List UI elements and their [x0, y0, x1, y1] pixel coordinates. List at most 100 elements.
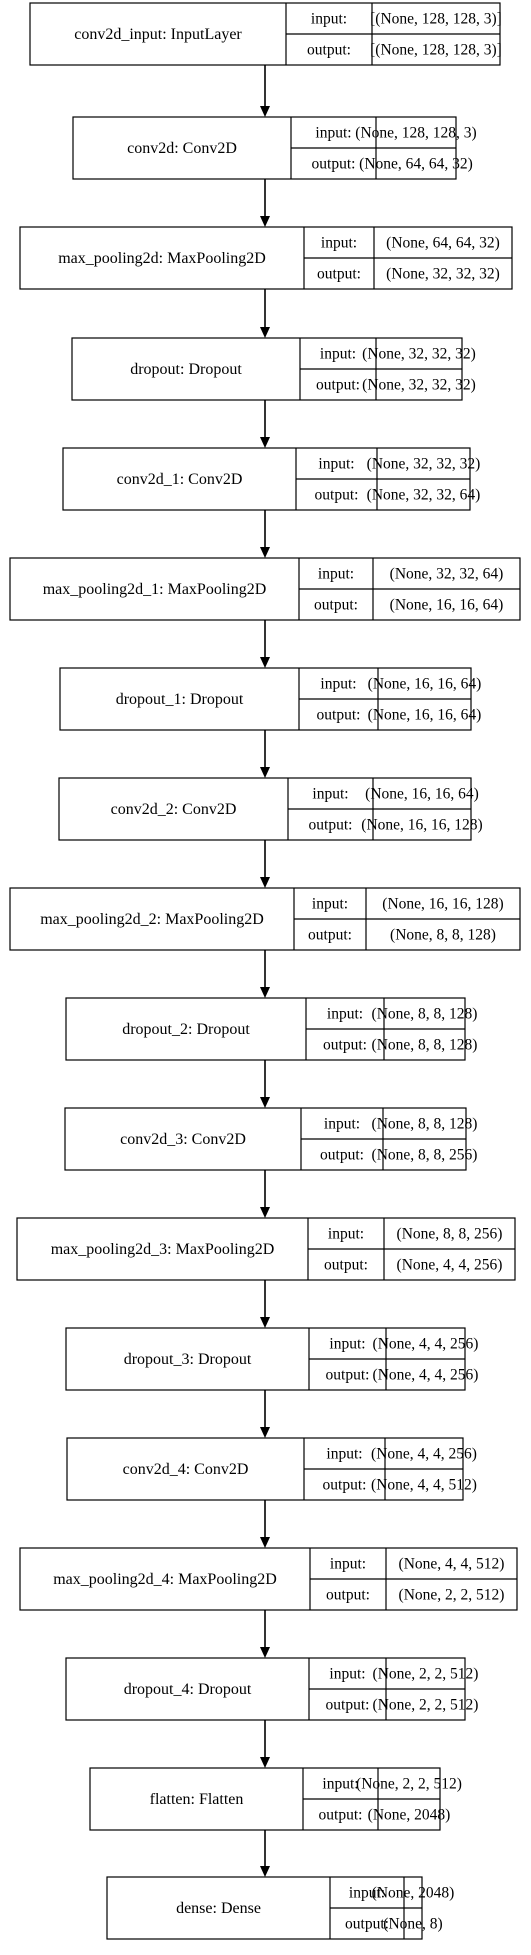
output-shape: (None, 32, 32, 32): [362, 377, 476, 394]
arrow-head-icon: [260, 1647, 270, 1658]
input-label: input:: [324, 1116, 360, 1133]
input-shape: (None, 16, 16, 128): [382, 896, 503, 913]
output-shape: (None, 16, 16, 64): [390, 597, 504, 614]
input-shape: (None, 2048): [372, 1885, 455, 1902]
output-label: output:: [307, 42, 351, 59]
layer-node: max_pooling2d_1: MaxPooling2D input: outpu…: [9, 557, 521, 621]
input-shape: (None, 8, 8, 128): [372, 1116, 478, 1133]
input-label: input:: [328, 1226, 364, 1243]
input-label: input:: [329, 1336, 365, 1353]
output-label: output:: [312, 156, 356, 173]
output-shape: (None, 4, 4, 256): [373, 1367, 479, 1384]
input-label: input:: [315, 125, 351, 142]
output-shape: (None, 32, 32, 64): [367, 487, 481, 504]
layer-node: conv2d_input: InputLayer input: output: [(N…: [29, 2, 502, 66]
layer-name: conv2d: Conv2D: [127, 140, 237, 157]
input-label: input:: [318, 456, 354, 473]
input-shape: (None, 4, 4, 512): [399, 1556, 505, 1573]
nodes-layer: conv2d_input: InputLayer input: output: [(N…: [9, 2, 521, 1940]
output-shape: (None, 2, 2, 512): [399, 1587, 505, 1604]
arrow-head-icon: [260, 1427, 270, 1438]
output-label: output:: [314, 597, 358, 614]
input-label: input:: [329, 1666, 365, 1683]
output-shape: (None, 64, 64, 32): [359, 156, 473, 173]
layer-node: dropout_3: Dropout input: output:(None, 4,…: [65, 1327, 479, 1391]
layer-name: max_pooling2d_1: MaxPooling2D: [43, 581, 267, 598]
input-shape: (None, 4, 4, 256): [371, 1446, 477, 1463]
arrow-head-icon: [260, 1317, 270, 1328]
arrow-head-icon: [260, 1537, 270, 1548]
arrow-head-icon: [260, 657, 270, 668]
layer-node: conv2d_1: Conv2D input: output: (None, 32, …: [62, 447, 481, 511]
output-label: output:: [308, 927, 352, 944]
arrow-head-icon: [260, 1207, 270, 1218]
layer-node: max_pooling2d: MaxPooling2Dinput:output:…: [19, 226, 513, 290]
layer-name: flatten: Flatten: [150, 1791, 244, 1808]
output-label: output:: [323, 1037, 367, 1054]
output-shape: (None, 2048): [368, 1807, 451, 1824]
input-shape: (None, 16, 16, 64): [365, 786, 479, 803]
layer-name: conv2d_1: Conv2D: [117, 471, 243, 488]
arrow-head-icon: [260, 987, 270, 998]
layer-node: max_pooling2d_2: MaxPooling2D input: outpu…: [9, 887, 521, 951]
output-shape: (None, 4, 4, 512): [371, 1477, 477, 1494]
input-shape: (None, 32, 32, 32): [362, 346, 476, 363]
output-label: output:: [323, 1477, 367, 1494]
layer-name: conv2d_input: InputLayer: [74, 26, 242, 43]
arrow-head-icon: [260, 877, 270, 888]
arrow-head-icon: [260, 767, 270, 778]
arrow-head-icon: [260, 1866, 270, 1877]
input-shape: (None, 128, 128, 3): [355, 125, 476, 142]
output-label: output:: [326, 1367, 370, 1384]
arrow-head-icon: [260, 216, 270, 227]
output-shape: (None, 8): [383, 1916, 442, 1933]
input-label: input:: [318, 566, 354, 583]
input-label: input:: [320, 676, 356, 693]
layer-name: max_pooling2d_4: MaxPooling2D: [53, 1571, 277, 1588]
input-label: input:: [349, 1885, 385, 1902]
arrow-head-icon: [260, 547, 270, 558]
layer-name: dropout_3: Dropout: [124, 1351, 252, 1368]
layer-name: conv2d_2: Conv2D: [111, 801, 237, 818]
output-shape: [(None, 128, 128, 3)]: [370, 42, 502, 59]
node-box: [65, 1657, 466, 1721]
output-shape: (None, 32, 32, 32): [386, 266, 500, 283]
layer-node: conv2d: Conv2D input: output: (None, 128, 1…: [72, 116, 477, 180]
output-label: output:: [326, 1697, 370, 1714]
layer-node: max_pooling2d_4: MaxPooling2Dinput:outpu…: [19, 1547, 518, 1611]
input-label: input:: [311, 11, 347, 28]
arrow-head-icon: [260, 437, 270, 448]
arrow-head-icon: [260, 1757, 270, 1768]
output-label: output:: [317, 266, 361, 283]
input-shape: (None, 2, 2, 512): [356, 1776, 462, 1793]
input-shape: [(None, 128, 128, 3)]: [370, 11, 502, 28]
output-shape: (None, 16, 16, 128): [361, 817, 482, 834]
input-label: input:: [312, 896, 348, 913]
layer-name: max_pooling2d_2: MaxPooling2D: [40, 911, 264, 928]
output-label: output:: [315, 487, 359, 504]
arrow-head-icon: [260, 327, 270, 338]
layer-node: max_pooling2d_3: MaxPooling2Dinput:outpu…: [16, 1217, 516, 1281]
layer-name: dropout_1: Dropout: [116, 691, 244, 708]
input-shape: (None, 64, 64, 32): [386, 235, 500, 252]
input-label: input:: [320, 346, 356, 363]
output-shape: (None, 8, 8, 128): [390, 927, 496, 944]
input-label: input:: [321, 235, 357, 252]
output-shape: (None, 4, 4, 256): [397, 1257, 503, 1274]
input-shape: (None, 32, 32, 64): [390, 566, 504, 583]
output-label: output:: [324, 1257, 368, 1274]
input-shape: (None, 8, 8, 128): [372, 1006, 478, 1023]
output-label: output:: [316, 377, 360, 394]
output-label: output:: [326, 1587, 370, 1604]
output-shape: (None, 8, 8, 256): [372, 1147, 478, 1164]
output-label: output:: [309, 817, 353, 834]
output-label: output:: [345, 1916, 389, 1933]
input-shape: (None, 4, 4, 256): [373, 1336, 479, 1353]
output-label: output:: [320, 1147, 364, 1164]
